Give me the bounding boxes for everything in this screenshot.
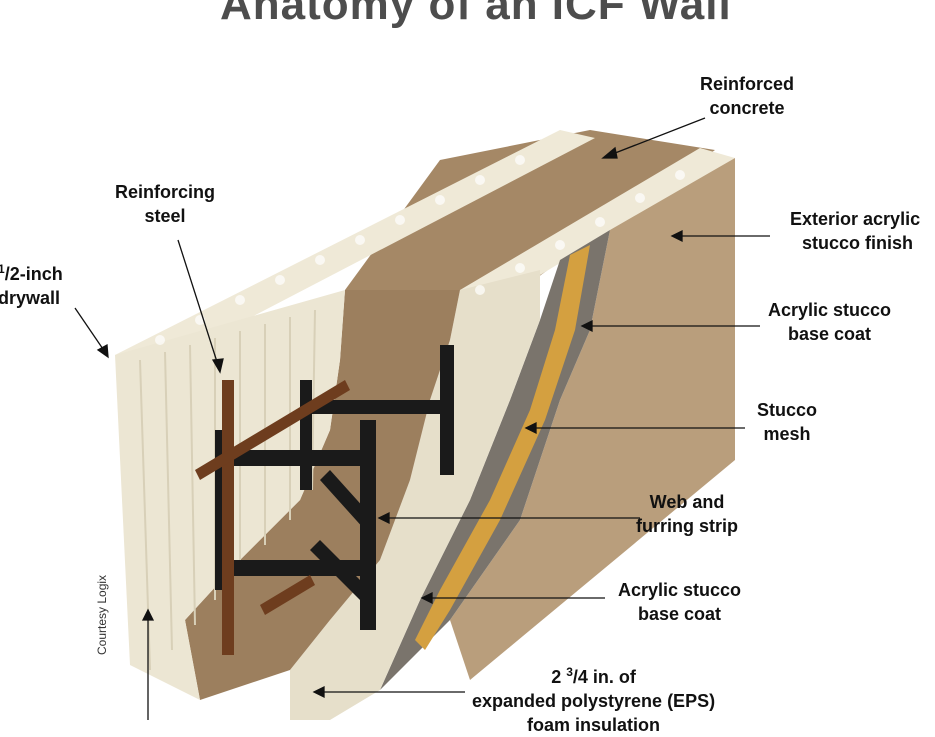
leader-lines — [74, 117, 770, 720]
label-reinforcing-steel: Reinforcing steel — [115, 182, 216, 226]
label-drywall: 1/2-inch drywall — [0, 262, 63, 308]
page-title: Anatomy of an ICF Wall — [220, 0, 732, 29]
label-web-furring: Web and furring strip — [636, 492, 738, 536]
concrete-cut-face — [185, 290, 460, 700]
label-base-coat-upper: Acrylic stucco base coat — [768, 300, 892, 344]
exterior-foam-top — [460, 148, 735, 305]
reinforcing-rebar — [195, 380, 350, 655]
label-exterior-finish: Exterior acrylic stucco finish — [790, 209, 921, 253]
credit-text: Courtesy Logix — [95, 574, 109, 655]
stucco-mesh-strip — [415, 245, 590, 650]
label-base-coat-lower: Acrylic stucco base coat — [618, 580, 742, 624]
label-stucco-mesh: Stucco mesh — [757, 400, 818, 444]
label-eps-insulation: 2 3/4 in. of expanded polystyrene (EPS) … — [472, 665, 716, 735]
label-reinforced-concrete: Reinforced concrete — [700, 74, 795, 118]
interior-foam-top — [115, 130, 595, 370]
exterior-stucco-face — [450, 158, 735, 680]
concrete-top-surface — [345, 130, 715, 290]
icf-wall-illustration — [74, 117, 770, 720]
foam-knobs — [155, 155, 685, 345]
exterior-foam-face — [290, 270, 540, 720]
